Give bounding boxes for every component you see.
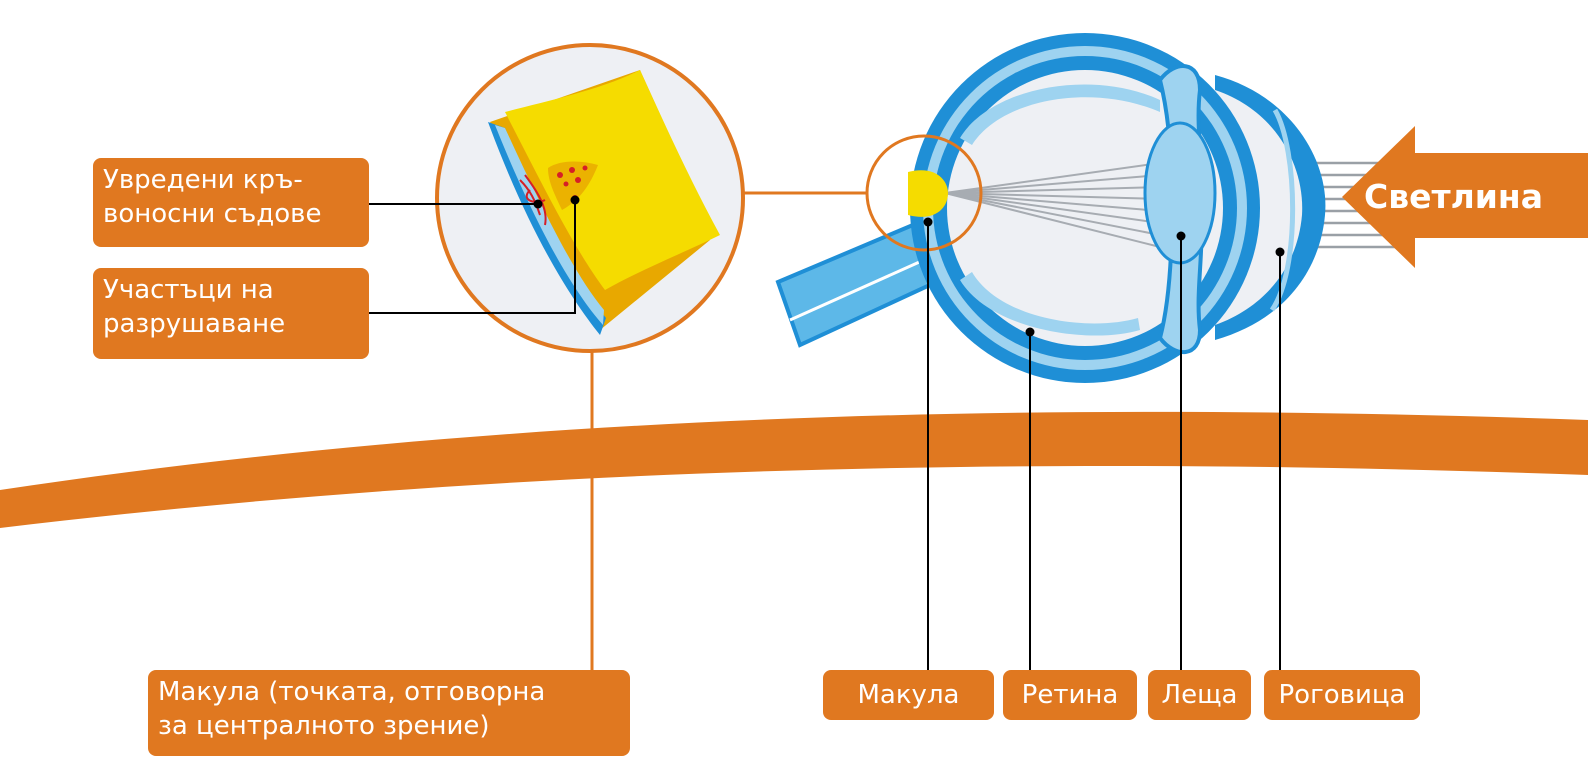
destruction-areas-label: Участъци на разрушаване: [93, 268, 369, 359]
damaged-vessels-line-2: воносни съдове: [103, 197, 359, 231]
damaged-vessels-line-1: Увредени кръ-: [103, 163, 359, 197]
destruction-areas-line-1: Участъци на: [103, 273, 359, 307]
zoom-circle: [437, 45, 743, 351]
macula-description-line-2: за централното зрение): [158, 709, 620, 743]
macula-description-line-1: Макула (точката, отговорна: [158, 675, 620, 709]
destruction-areas-line-2: разрушаване: [103, 307, 359, 341]
lens-label: Леща: [1148, 670, 1251, 720]
damaged-vessels-label: Увредени кръ- воносни съдове: [93, 158, 369, 247]
retina-label: Ретина: [1003, 670, 1137, 720]
macula-description-label: Макула (точката, отговорна за централнот…: [148, 670, 630, 756]
light-label: Светлина: [1364, 177, 1543, 217]
orange-curve-band: [0, 412, 1588, 528]
macula-label: Макула: [823, 670, 994, 720]
cornea-label: Роговица: [1264, 670, 1420, 720]
